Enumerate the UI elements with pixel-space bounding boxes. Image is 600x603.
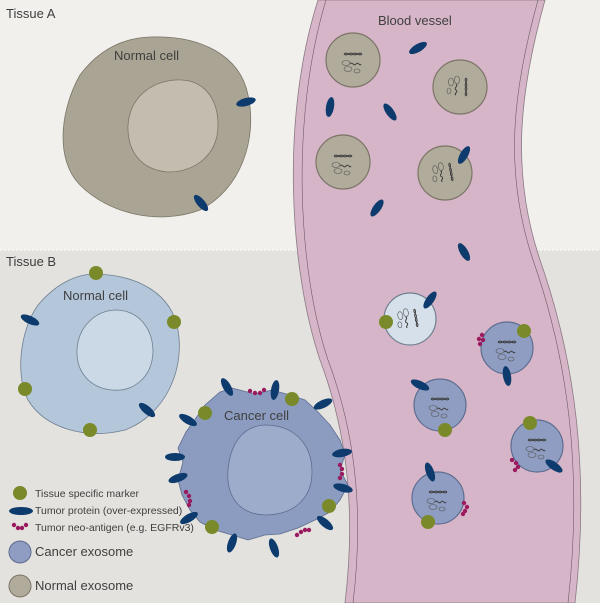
tumor-protein-icon bbox=[502, 366, 512, 386]
neo-antigen-icon bbox=[476, 332, 486, 347]
tissue-marker-icon bbox=[438, 423, 452, 437]
tissue-marker-icon bbox=[379, 315, 393, 329]
tissue-marker-icon bbox=[421, 515, 435, 529]
tissue-b-exosome bbox=[379, 291, 437, 346]
tumor-protein-icon bbox=[236, 97, 256, 107]
cancer-exosome-icon bbox=[8, 540, 32, 564]
cancer-cell: Cancer cell bbox=[165, 378, 353, 558]
vessel-wall-inner-right bbox=[514, 0, 575, 603]
tumor-protein-icon bbox=[9, 507, 33, 515]
tumor-protein-icon bbox=[165, 453, 185, 461]
tumor-protein-icon bbox=[424, 462, 436, 482]
tumor-protein-icon bbox=[370, 199, 384, 217]
neo-antigen-icon bbox=[11, 522, 29, 531]
tissue-marker-icon bbox=[13, 486, 27, 500]
tumor-protein-icon bbox=[270, 380, 280, 400]
tissue-marker-icon bbox=[198, 406, 212, 420]
neo-antigen-icon bbox=[460, 500, 470, 517]
tumor-protein-icon bbox=[332, 448, 352, 458]
tissue-marker-icon bbox=[167, 315, 181, 329]
tumor-protein-icon bbox=[423, 291, 437, 309]
neo-antigen-icon bbox=[247, 387, 267, 396]
neo-antigen-icon bbox=[294, 527, 312, 538]
cancer-exosome bbox=[411, 462, 470, 529]
tumor-protein-icon bbox=[409, 41, 427, 55]
legend-label: Tumor neo-antigen (e.g. EGFRv3) bbox=[35, 522, 194, 534]
tumor-protein-icon bbox=[316, 515, 334, 531]
cancer-cell-label: Cancer cell bbox=[224, 408, 289, 423]
tissue-marker-icon bbox=[18, 382, 32, 396]
tumor-protein-icon bbox=[180, 511, 198, 525]
tumor-protein-icon bbox=[457, 243, 471, 261]
tumor-protein-icon bbox=[325, 97, 335, 117]
blood-vessel-label: Blood vessel bbox=[378, 13, 452, 28]
tumor-protein-icon bbox=[410, 379, 430, 391]
legend-label: Tumor protein (over-expressed) bbox=[35, 505, 182, 517]
cancer-exosome bbox=[509, 416, 564, 473]
legend-item-neo-antigen: Tumor neo-antigen (e.g. EGFRv3) bbox=[11, 522, 194, 534]
neo-antigen-icon bbox=[183, 489, 193, 508]
tumor-protein-icon bbox=[179, 413, 197, 427]
tissue-marker-icon bbox=[517, 324, 531, 338]
legend-label: Tissue specific marker bbox=[35, 488, 140, 500]
neo-antigen-icon bbox=[337, 462, 345, 481]
tissue-a-label: Tissue A bbox=[6, 6, 56, 21]
tissue-marker-icon bbox=[322, 499, 336, 513]
tissue-b-cell-label: Normal cell bbox=[63, 288, 128, 303]
normal-exosome bbox=[325, 32, 381, 88]
tumor-protein-icon bbox=[268, 538, 280, 558]
tissue-marker-icon bbox=[523, 416, 537, 430]
legend-item-normal-exosome: Normal exosome bbox=[8, 574, 133, 598]
normal-exosome-icon bbox=[8, 574, 32, 598]
tumor-protein-icon bbox=[545, 459, 563, 473]
legend-label: Normal exosome bbox=[35, 578, 133, 593]
legend-item-cancer-exosome: Cancer exosome bbox=[8, 540, 133, 564]
legend-item-tissue-marker: Tissue specific marker bbox=[13, 486, 140, 500]
legend: Tissue specific marker Tumor protein (ov… bbox=[8, 486, 194, 598]
legend-item-tumor-protein: Tumor protein (over-expressed) bbox=[9, 505, 182, 517]
cancer-exosome bbox=[476, 321, 534, 386]
normal-exosome bbox=[432, 59, 488, 115]
tissue-b-label: Tissue B bbox=[6, 254, 56, 269]
neo-antigen-icon bbox=[509, 457, 521, 473]
legend-label: Cancer exosome bbox=[35, 544, 133, 559]
tissue-a-normal-cell: Normal cell bbox=[62, 36, 256, 218]
cancer-exosome bbox=[410, 378, 467, 437]
tumor-protein-icon bbox=[333, 483, 353, 493]
normal-exosome bbox=[315, 134, 371, 190]
tissue-marker-icon bbox=[205, 520, 219, 534]
tissue-marker-icon bbox=[89, 266, 103, 280]
vessel-wall-inner-left bbox=[301, 0, 358, 603]
tumor-protein-icon bbox=[313, 398, 333, 410]
tissue-marker-icon bbox=[285, 392, 299, 406]
tissue-marker-icon bbox=[83, 423, 97, 437]
tumor-protein-icon bbox=[138, 402, 156, 418]
tumor-protein-icon bbox=[193, 194, 209, 212]
tumor-protein-icon bbox=[226, 533, 238, 553]
tumor-protein-icon bbox=[457, 146, 471, 164]
tumor-protein-icon bbox=[383, 103, 397, 121]
tumor-protein-icon bbox=[168, 472, 188, 484]
tissue-b-normal-cell: Normal cell bbox=[18, 266, 181, 437]
tumor-protein-icon bbox=[20, 314, 40, 326]
tissue-a-cell-label: Normal cell bbox=[114, 48, 179, 63]
tumor-protein-icon bbox=[220, 378, 234, 396]
